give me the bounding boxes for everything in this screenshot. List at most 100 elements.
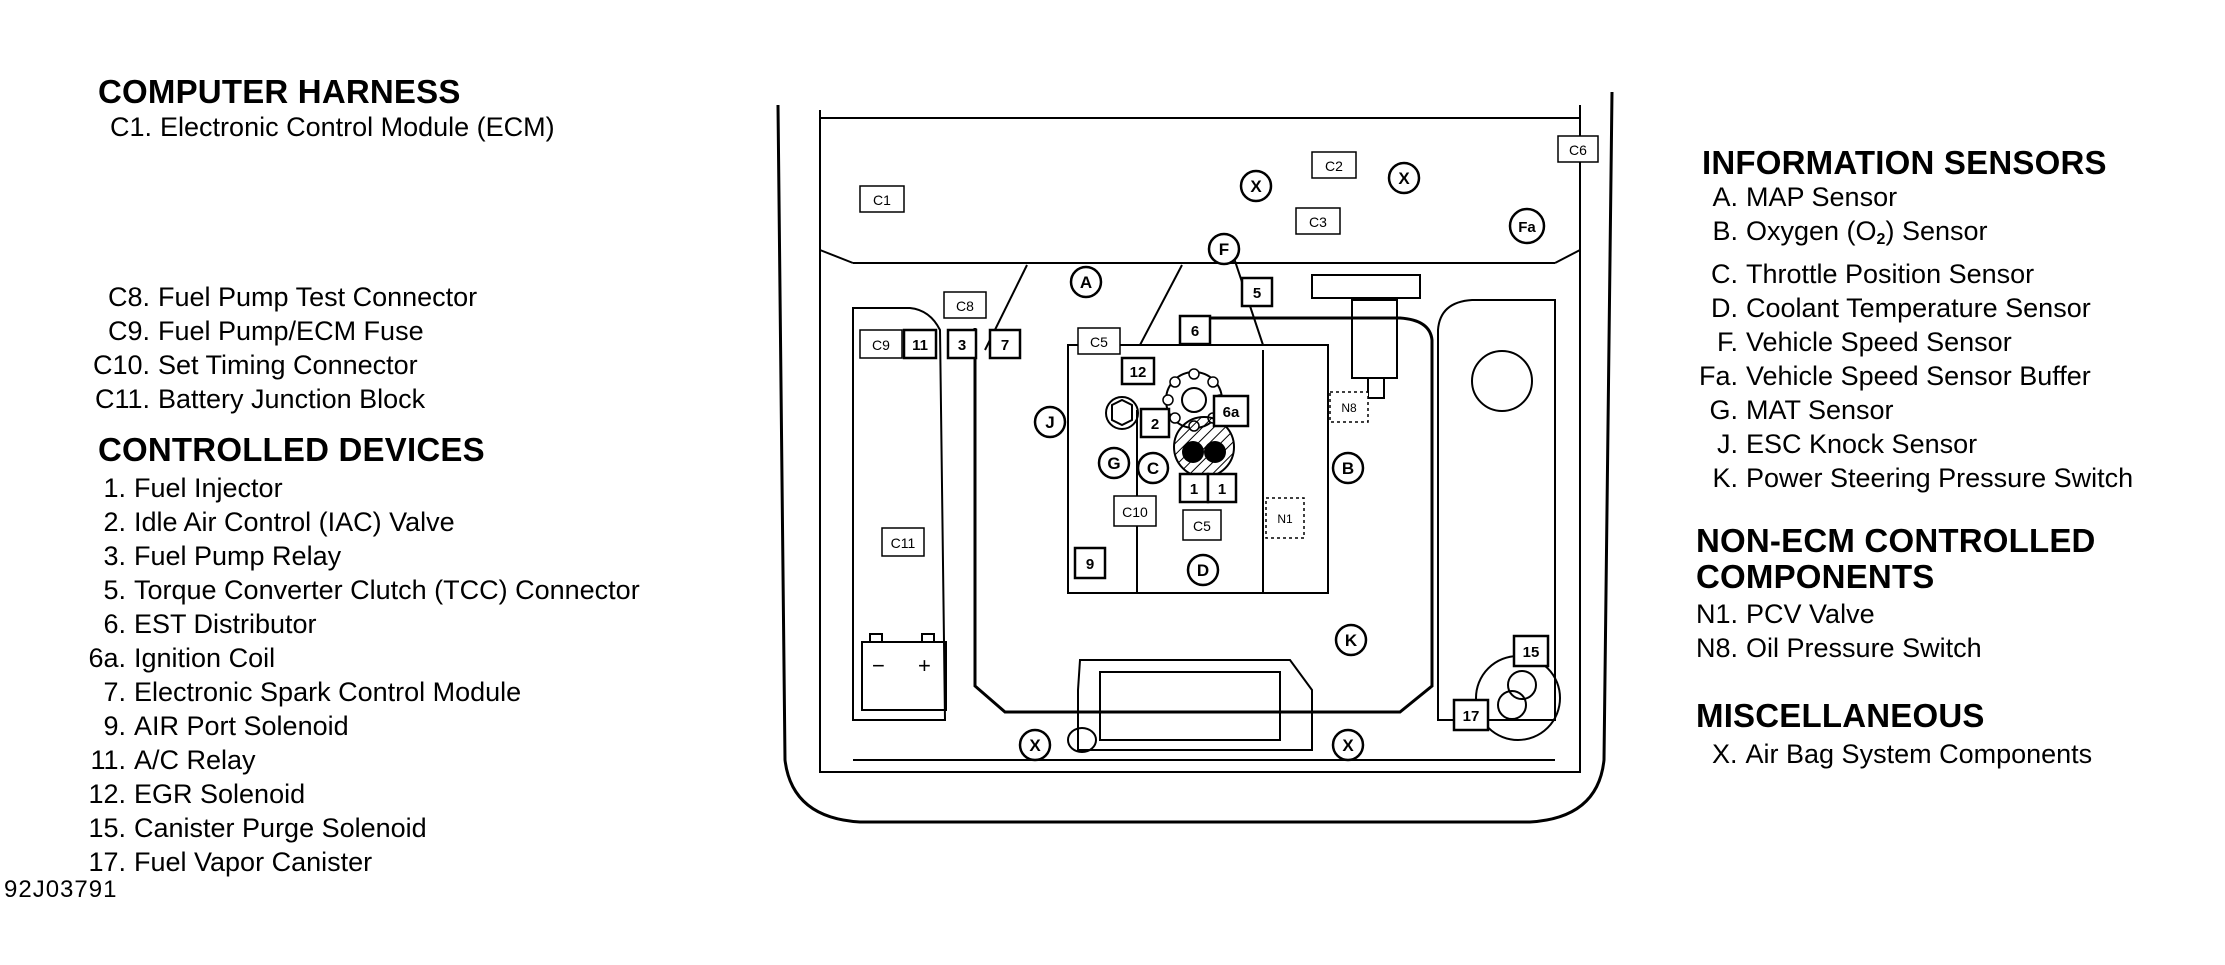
terminal [1169, 376, 1181, 388]
battery-post-right [921, 633, 935, 643]
legend-row: C11.Battery Junction Block [90, 382, 477, 416]
legend-row: C.Throttle Position Sensor [1696, 257, 2133, 291]
legend-code: 15. [88, 813, 126, 843]
label-1a: 1 [1190, 481, 1198, 498]
dashed-box-labels: C1 C2 C3 C5 C5 C6 C8 C9 C10 C11 N1 N8 [872, 142, 1587, 551]
legend-text: Electronic Control Module (ECM) [160, 112, 555, 142]
circle-x-bottom-right [1331, 728, 1365, 762]
circle-a [1069, 265, 1103, 299]
label-7: 7 [1001, 337, 1009, 354]
legend-row: 7.Electronic Spark Control Module [70, 675, 640, 709]
legend-row: X.Air Bag System Components [1712, 737, 2092, 771]
circle-f [1207, 232, 1241, 266]
legend-row: 1.Fuel Injector [70, 471, 640, 505]
inner-wall [819, 105, 1581, 773]
cowl-line-right [1554, 249, 1581, 264]
label-n8: N8 [1341, 401, 1357, 415]
legend-text: ESC Knock Sensor [1746, 429, 1978, 459]
box-5 [1240, 276, 1274, 308]
box-7 [988, 328, 1022, 360]
circle-b [1331, 451, 1365, 485]
legend-code: 3. [103, 541, 126, 571]
label-n1: N1 [1277, 512, 1293, 526]
label-j: J [1045, 413, 1054, 432]
label-2: 2 [1151, 416, 1159, 433]
connector-c3 [1295, 207, 1341, 235]
legend-text: Vehicle Speed Sensor [1746, 327, 2012, 357]
legend-row: 2.Idle Air Control (IAC) Valve [70, 505, 640, 539]
compartment-outline [776, 91, 1614, 824]
legend-text: Fuel Pump Test Connector [158, 282, 478, 312]
legend-text: PCV Valve [1746, 599, 1875, 629]
label-fa: Fa [1518, 219, 1536, 236]
legend-text: Air Bag System Components [1745, 739, 2093, 769]
connector-n1 [1265, 497, 1305, 539]
legend-text: Fuel Injector [134, 473, 283, 503]
label-11: 11 [912, 337, 928, 354]
legend-row: B.Oxygen (O2) Sensor [1696, 214, 2133, 257]
circle-j [1033, 405, 1067, 439]
legend-row: C9. Fuel Pump/ECM Fuse [90, 314, 477, 348]
label-d: D [1197, 561, 1209, 580]
legend-text: Fuel Pump/ECM Fuse [158, 316, 424, 346]
legend-row: 12.EGR Solenoid [70, 777, 640, 811]
label-x-2: X [1398, 169, 1410, 188]
legend-text: Fuel Pump Relay [134, 541, 342, 571]
legend-code: C9. [107, 316, 150, 346]
legend-row: N8.Oil Pressure Switch [1696, 631, 1982, 665]
distributor-cap [1181, 387, 1207, 413]
controlled-devices-heading: CONTROLLED DEVICES [98, 431, 485, 468]
vapor-canister-inner-2 [1497, 690, 1527, 720]
legend-code: D. [1711, 293, 1738, 323]
label-k: K [1345, 631, 1358, 650]
non-ecm-heading-line1: NON-ECM CONTROLLED [1696, 522, 2096, 559]
computer-harness-legend: COMPUTER HARNESS [98, 74, 461, 110]
connector-c8 [943, 291, 987, 319]
label-a: A [1080, 273, 1092, 292]
circle-x-top-right [1387, 161, 1421, 195]
battery-post-left [869, 633, 883, 643]
connector-c1 [859, 185, 905, 213]
legend-code: X. [1712, 739, 1738, 769]
legend-code: 5. [103, 575, 126, 605]
legend-code: 2. [103, 507, 126, 537]
legend-row: 15.Canister Purge Solenoid [70, 811, 640, 845]
information-sensors-heading: INFORMATION SENSORS [1702, 144, 2107, 181]
circle-c [1136, 451, 1170, 485]
legend-row: K.Power Steering Pressure Switch [1696, 461, 2133, 495]
radiator-inner [1099, 671, 1281, 741]
solid-component-boxes [902, 276, 1550, 732]
legend-row: C10.Set Timing Connector [90, 348, 477, 382]
outer-wall [776, 91, 1614, 824]
label-3: 3 [958, 337, 966, 354]
cowl-line-left [819, 249, 854, 264]
injector-left [1182, 441, 1204, 463]
miscellaneous-heading: MISCELLANEOUS [1696, 697, 1985, 734]
solid-box-labels: 11 3 7 5 6 12 2 6a 1 1 9 15 17 [912, 285, 1539, 725]
legend-text: Coolant Temperature Sensor [1746, 293, 2091, 323]
label-c1: C1 [873, 192, 891, 208]
legend-row: 9.AIR Port Solenoid [70, 709, 640, 743]
engine-outline [973, 316, 1434, 714]
box-15 [1512, 634, 1550, 668]
legend-text: Fuel Vapor Canister [134, 847, 373, 877]
legend-row: G.MAT Sensor [1696, 393, 2133, 427]
label-15: 15 [1523, 644, 1540, 661]
label-c9: C9 [872, 337, 890, 353]
circle-x-top-left [1239, 169, 1273, 203]
label-c11: C11 [891, 535, 916, 551]
legend-code: C10. [92, 350, 150, 380]
connector-c6 [1557, 135, 1599, 163]
canister-bottom [1067, 727, 1097, 753]
legend-subscript: 2 [1876, 231, 1886, 248]
battery-minus: − [872, 653, 885, 678]
legend-row: 5.Torque Converter Clutch (TCC) Connecto… [70, 573, 639, 607]
terminal [1162, 394, 1174, 406]
legend-row: 6.EST Distributor [70, 607, 640, 641]
legend-code: N1. [1696, 599, 1739, 629]
label-6: 6 [1191, 323, 1199, 340]
sensor-circle-labels: X X X X F Fa A J G C B D K [1029, 169, 1536, 755]
legend-text: MAT Sensor [1746, 395, 1894, 425]
legend-code: C1. [110, 112, 153, 142]
